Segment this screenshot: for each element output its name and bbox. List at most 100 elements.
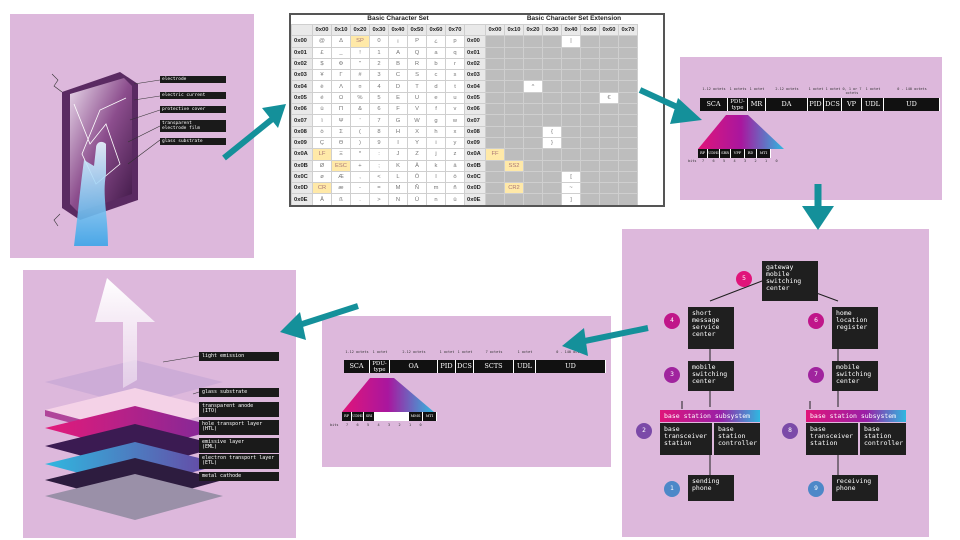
basic-cell: £: [312, 46, 332, 59]
basic-cell: N: [388, 193, 408, 205]
ext-cell: [504, 193, 524, 205]
basic-cell: I: [388, 136, 408, 150]
basic-cell: è: [312, 80, 332, 93]
ext-cell: [485, 136, 505, 150]
row-header: 0x09: [291, 136, 313, 150]
ext-cell: [599, 46, 619, 59]
row-header: 0x0E: [291, 193, 313, 205]
ext-cell: [485, 80, 505, 93]
ext-cell: [485, 69, 505, 82]
basic-cell: 6: [369, 103, 389, 116]
octet-label: 1 octet: [457, 350, 473, 354]
ext-cell: [599, 204, 619, 205]
label-light-emission: light emission: [199, 352, 279, 362]
ext-cell: [618, 136, 638, 150]
ext-cell: [580, 114, 600, 127]
ext-cell: [618, 125, 638, 138]
basic-cell: Ξ: [331, 148, 351, 161]
ext-cell: [504, 170, 524, 184]
network-node-box: mobile switching center: [688, 361, 734, 391]
bsc-left: base station controller: [714, 423, 760, 455]
row-header-ext: 0x07: [464, 114, 486, 127]
basic-cell: U: [407, 91, 427, 105]
basic-cell: H: [388, 125, 408, 138]
pdu-field: DCS: [824, 98, 842, 111]
basic-cell: +: [350, 159, 370, 172]
basic-cell: q: [445, 46, 465, 59]
label-electric-current: electric current: [160, 92, 226, 99]
basic-cell: ": [350, 57, 370, 71]
network-node-number: 8: [782, 423, 798, 439]
ext-cell: [504, 103, 524, 116]
basic-cell: 2: [369, 57, 389, 71]
pdu-field: OA: [390, 360, 438, 373]
octet-label: 0 - 140 octets: [556, 350, 586, 354]
ext-cell: [542, 114, 562, 127]
ext-cell: [485, 91, 505, 105]
row-header-ext: 0x0A: [464, 148, 486, 161]
label-glass-substrate: glass substrate: [160, 138, 226, 145]
ext-cell: {: [542, 125, 562, 138]
basic-cell: u: [445, 91, 465, 105]
basic-cell: b: [426, 57, 446, 71]
row-header: 0x03: [291, 69, 313, 82]
ext-cell: [599, 170, 619, 184]
ext-cell: [485, 125, 505, 138]
basic-cell: ö: [445, 170, 465, 184]
basic-cell: ?: [369, 204, 389, 205]
network-node-box: receiving phone: [832, 475, 878, 501]
pdu-field: MR: [748, 98, 766, 111]
bit-field: RP: [698, 149, 708, 158]
col-header: 0x70: [445, 23, 465, 37]
ext-cell: [: [561, 170, 581, 184]
basic-cell: Ç: [312, 136, 332, 150]
ext-cell: [618, 204, 638, 205]
bsc-right: base station controller: [860, 423, 906, 455]
ext-cell: [523, 103, 543, 116]
basic-cell: W: [407, 114, 427, 127]
ext-cell: [523, 57, 543, 71]
ext-cell: ]: [561, 193, 581, 205]
ext-cell: [618, 46, 638, 59]
ext-cell: [504, 35, 524, 48]
basic-cell: K: [388, 159, 408, 172]
ext-cell: [523, 170, 543, 184]
col-header-ext: 0x30: [542, 23, 562, 37]
basic-cell: *: [350, 148, 370, 161]
ext-cell: [523, 46, 543, 59]
basic-cell: Δ: [331, 35, 351, 48]
ext-cell: [580, 170, 600, 184]
ext-cell: [580, 103, 600, 116]
octet-label: 1 octet: [865, 87, 881, 91]
basic-cell: æ: [331, 182, 351, 195]
bit-number: 0: [775, 159, 778, 163]
basic-cell: Ö: [407, 170, 427, 184]
octet-label: 1 octet: [825, 87, 841, 91]
ext-cell: [561, 91, 581, 105]
basic-cell: h: [426, 125, 446, 138]
row-header-ext: 0x01: [464, 46, 486, 59]
bit-number: 7: [702, 159, 705, 163]
ext-cell: [599, 125, 619, 138]
network-node-number: 9: [808, 481, 824, 497]
bit-field: MTI: [423, 412, 437, 421]
col-header-ext: 0x40: [561, 23, 581, 37]
ext-cell: }: [542, 136, 562, 150]
basic-cell: ': [350, 114, 370, 127]
basic-cell: Φ: [331, 57, 351, 71]
basic-cell: S: [407, 69, 427, 82]
bit-field: MMS: [409, 412, 423, 421]
basic-cell: Ñ: [407, 182, 427, 195]
pdu-field: UDL: [514, 360, 536, 373]
basic-cell: Z: [407, 148, 427, 161]
col-header: 0x40: [388, 23, 408, 37]
ext-cell: [599, 35, 619, 48]
basic-cell: 7: [369, 114, 389, 127]
ext-cell: [599, 103, 619, 116]
basic-cell: Æ: [331, 170, 351, 184]
ext-cell: [618, 57, 638, 71]
basic-cell: ø: [312, 170, 332, 184]
bit-field: VPF: [731, 149, 745, 158]
